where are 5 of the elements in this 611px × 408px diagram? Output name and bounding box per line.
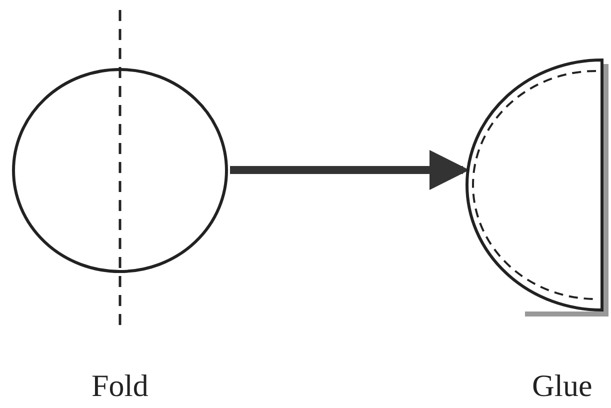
half-circle-outline [465, 58, 611, 316]
circle-outline [12, 68, 228, 273]
caption-text: Fold [92, 370, 148, 401]
caption-text: Glue [532, 370, 592, 401]
arrow [230, 150, 470, 190]
